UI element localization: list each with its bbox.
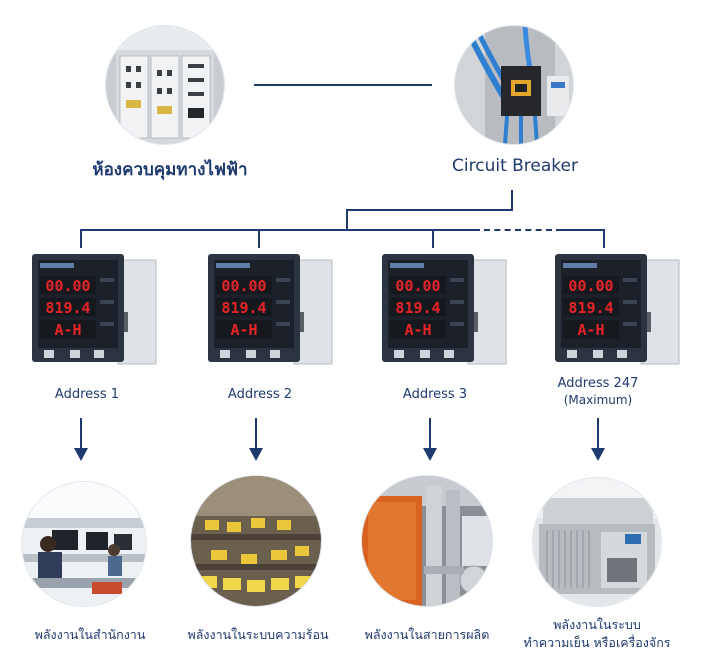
office-photo: [22, 482, 146, 606]
circuit-breaker-photo: [455, 26, 573, 144]
meter-4-line-3: A-H: [577, 321, 604, 339]
meter-2-line-2: 819.4: [221, 299, 266, 317]
meter-2-address: Address 2: [227, 387, 293, 402]
power-meter-2: 00.00 819.4 A-H: [208, 254, 333, 365]
meter-3-line-3: A-H: [404, 321, 431, 339]
chiller-photo: [533, 478, 661, 606]
bus-dashed-line: [484, 229, 552, 231]
control-room-photo: [106, 26, 224, 144]
meter-1-drop-line: [80, 229, 82, 248]
meter-3-drop-line: [432, 229, 434, 248]
production-line-photo: [362, 476, 492, 606]
load-label-heating: พลังงานในระบบความร้อน: [187, 627, 329, 642]
meter-4-address: Address 247 (Maximum): [528, 375, 668, 409]
top-connector-line: [254, 84, 432, 86]
arrow-down-4: [591, 418, 605, 461]
meter-1-line-3: A-H: [54, 321, 81, 339]
breaker-horizontal-line: [346, 209, 513, 211]
arrow-down-3: [423, 418, 437, 461]
power-meter-3: 00.00 819.4 A-H: [382, 254, 507, 365]
meter-1-line-1: 00.00: [45, 277, 90, 295]
meter-2-line-3: A-H: [230, 321, 257, 339]
meter-2-line-1: 00.00: [221, 277, 266, 295]
meter-2-drop-line: [258, 229, 260, 248]
bus-end-line: [556, 229, 605, 231]
circuit-breaker-label: Circuit Breaker: [452, 156, 578, 176]
meter-3-line-1: 00.00: [395, 277, 440, 295]
load-label-production: พลังงานในสายการผลิต: [364, 627, 490, 642]
meter-4-line-2: 819.4: [568, 299, 613, 317]
meter-3-line-2: 819.4: [395, 299, 440, 317]
meter-4-line-1: 00.00: [568, 277, 613, 295]
meter-1-line-2: 819.4: [45, 299, 90, 317]
breaker-drop-line: [511, 190, 513, 211]
meter-1-address: Address 1: [54, 387, 120, 402]
load-label-office: พลังงานในสำนักงาน: [34, 627, 146, 642]
arrow-down-2: [249, 418, 263, 461]
load-label-chiller: พลังงานในระบบ ทำความเย็น หรือเครื่องจักร: [523, 617, 671, 650]
meter-4-drop-line: [603, 229, 605, 248]
heating-system-photo: [191, 476, 321, 606]
meter-3-address: Address 3: [402, 387, 468, 402]
bus-main-line: [80, 229, 480, 231]
bus-riser-line: [346, 209, 348, 231]
meter-4-note: (Maximum): [563, 393, 633, 407]
power-meter-1: 00.00 819.4 A-H: [32, 254, 157, 365]
control-room-label: ห้องควบคุมทางไฟฟ้า: [92, 160, 248, 180]
power-meter-4: 00.00 819.4 A-H: [555, 254, 680, 365]
arrow-down-1: [74, 418, 88, 461]
